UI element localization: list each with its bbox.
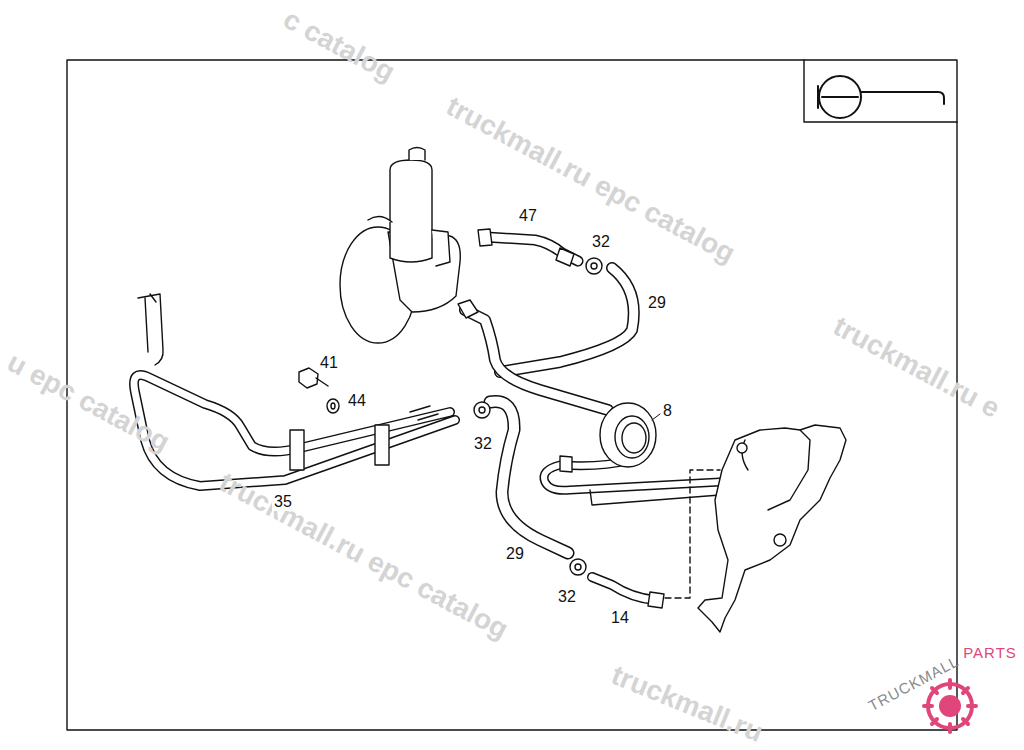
watermark: c catalog bbox=[279, 5, 399, 87]
dashed-line bbox=[665, 470, 720, 598]
watermark: truckmall.ru epc catalog bbox=[215, 468, 513, 644]
hoses bbox=[465, 237, 720, 600]
callout-number: 29 bbox=[646, 294, 668, 312]
steering-pump bbox=[340, 148, 460, 344]
callout-number: 8 bbox=[661, 402, 674, 420]
callout-number: 14 bbox=[609, 609, 631, 627]
callout-number: 32 bbox=[472, 435, 494, 453]
steering-icon bbox=[818, 76, 944, 118]
callout-number: 32 bbox=[556, 588, 578, 606]
cooler-line bbox=[134, 294, 455, 486]
callout-number: 41 bbox=[318, 354, 340, 372]
leader-lines bbox=[652, 414, 660, 420]
bolt-washer bbox=[299, 368, 339, 413]
oil-cooler bbox=[600, 403, 656, 467]
watermark: truckmall.ru bbox=[608, 661, 767, 747]
watermark: u epc catalog bbox=[3, 348, 174, 457]
callout-number: 47 bbox=[517, 207, 539, 225]
callout-number: 44 bbox=[346, 392, 368, 410]
callout-number: 32 bbox=[590, 233, 612, 251]
fittings bbox=[458, 229, 664, 608]
callout-number: 29 bbox=[504, 545, 526, 563]
callout-number: 35 bbox=[272, 493, 294, 511]
frame bbox=[67, 60, 957, 730]
watermark: truckmall.ru e bbox=[829, 312, 1004, 423]
steering-gear bbox=[698, 425, 846, 632]
icon-box bbox=[804, 60, 957, 122]
logo-gear bbox=[924, 680, 976, 732]
logo-text: PARTS bbox=[963, 645, 1017, 660]
